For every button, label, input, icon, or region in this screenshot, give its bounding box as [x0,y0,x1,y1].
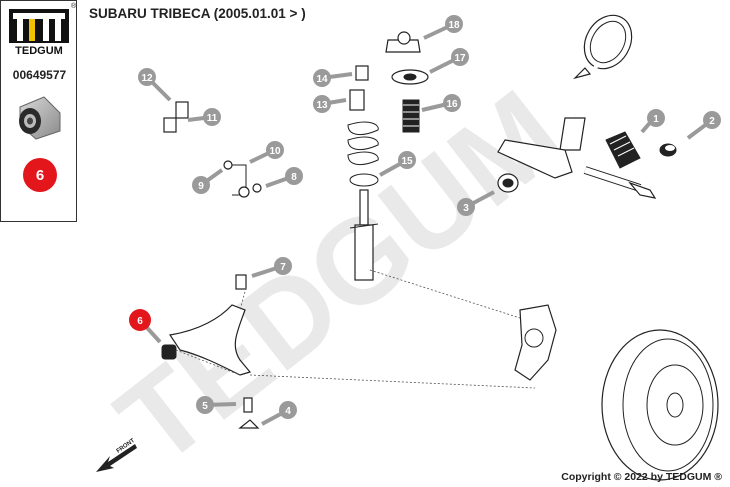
svg-text:17: 17 [454,53,466,64]
svg-text:5: 5 [202,401,208,412]
callout-8: 8 [265,167,303,188]
callout-14: 14 [313,69,353,87]
steering-boot [605,131,641,169]
svg-text:18: 18 [448,20,460,31]
svg-text:12: 12 [141,73,153,84]
dust-cap [659,143,677,157]
callout-10: 10 [249,141,284,164]
svg-text:3: 3 [463,203,469,214]
copyright-notice: Copyright © 2022 by TEDGUM ® [561,471,722,483]
tedgum-logo: TEDGUM [9,9,69,57]
steering-knuckle [514,304,557,381]
registered-mark: ® [71,3,77,10]
bushing-thumbnail [19,96,61,140]
callout-5: 5 [196,396,237,414]
callout-18: 18 [423,15,463,40]
lower-control-arm [161,274,260,429]
svg-text:11: 11 [207,113,218,124]
callout-11: 11 [187,108,221,126]
svg-text:13: 13 [316,100,328,111]
part-number: 00649577 [12,68,67,82]
svg-text:15: 15 [401,156,413,167]
page-title: SUBARU TRIBECA (2005.01.01 > ) [89,6,306,21]
callout-1: 1 [640,109,665,134]
svg-text:7: 7 [280,262,286,273]
callout-17: 17 [429,48,469,74]
svg-text:10: 10 [269,146,281,157]
svg-text:14: 14 [316,74,328,85]
steering-bushing [497,173,519,193]
callout-13: 13 [313,95,347,113]
steering-assembly [497,14,657,199]
front-arrow-icon: FRONT [96,438,137,472]
wheel [601,329,719,481]
svg-text:4: 4 [285,406,291,417]
callout-15: 15 [379,151,416,177]
callout-3: 3 [457,190,495,216]
svg-text:6: 6 [137,316,143,327]
svg-text:9: 9 [198,181,204,192]
callout-12: 12 [138,68,172,102]
callout-9: 9 [192,168,224,194]
highlight-badge: 6 [23,158,57,192]
svg-text:TEDGUM: TEDGUM [15,45,63,57]
callout-16: 16 [421,94,461,112]
svg-text:2: 2 [709,116,715,127]
stabilizer-bar [111,101,262,198]
callout-7: 7 [251,257,292,278]
callout-2: 2 [686,111,721,140]
svg-text:8: 8 [291,172,297,183]
strut-assembly [347,31,429,281]
callout-4: 4 [261,401,297,426]
callout-6: 6 [129,309,162,344]
svg-text:16: 16 [446,99,458,110]
part-info-panel: TEDGUM ® 00649577 6 [0,0,77,222]
svg-text:1: 1 [653,114,659,125]
